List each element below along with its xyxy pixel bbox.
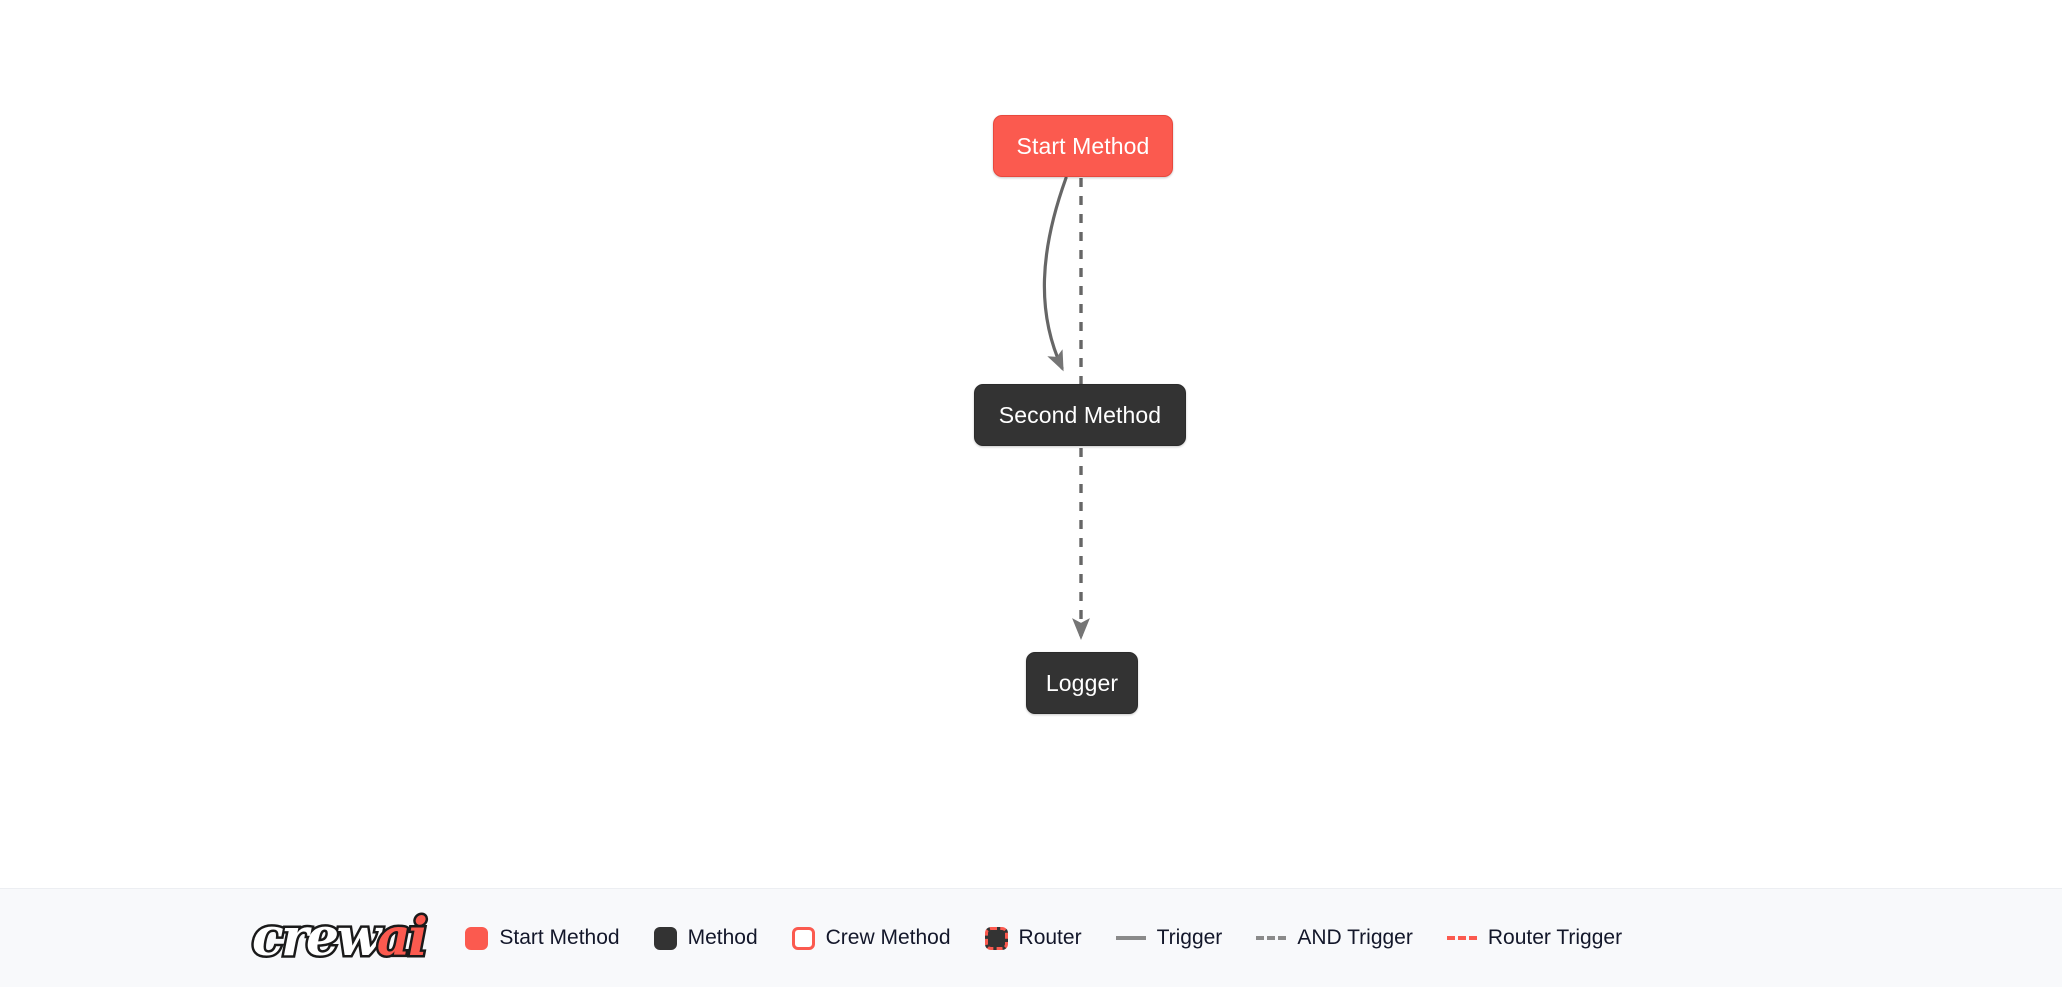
method-swatch-icon — [653, 926, 677, 950]
legend-item-and-trigger[interactable]: AND Trigger — [1256, 926, 1413, 950]
legend-item-trigger-label: Trigger — [1156, 926, 1223, 949]
crew-method-swatch-icon — [791, 926, 815, 950]
legend-item-router-trigger[interactable]: Router Trigger — [1446, 926, 1623, 950]
legend-items-container: crew ai Start Method Method Crew Method … — [0, 907, 1623, 968]
crewai-logo-ai-text: ai — [374, 907, 430, 968]
node-logger[interactable]: Logger — [1026, 652, 1138, 714]
legend-item-and-trigger-label: AND Trigger — [1297, 926, 1413, 949]
legend-item-method[interactable]: Method — [653, 926, 758, 950]
legend-item-start-method[interactable]: Start Method — [465, 926, 620, 950]
edge-solid-trigger — [1042, 176, 1068, 372]
and-trigger-line-icon — [1256, 936, 1287, 940]
legend-item-method-label: Method — [687, 926, 758, 949]
crewai-logo: crew ai — [250, 907, 431, 968]
legend-item-router[interactable]: Router — [984, 926, 1082, 950]
legend-item-crew-method[interactable]: Crew Method — [791, 926, 951, 950]
crewai-logo-crew-text: crew — [250, 907, 384, 968]
legend-item-start-method-label: Start Method — [499, 926, 620, 949]
start-method-swatch-icon — [465, 926, 489, 950]
legend-item-router-label: Router — [1018, 926, 1082, 949]
node-second-method[interactable]: Second Method — [974, 384, 1186, 446]
router-swatch-icon — [984, 926, 1008, 950]
graph-canvas[interactable]: Start Method Second Method Logger — [0, 0, 2062, 888]
legend-item-trigger[interactable]: Trigger — [1115, 926, 1223, 950]
trigger-line-icon — [1115, 936, 1146, 940]
node-start-method-label: Start Method — [1016, 132, 1150, 159]
legend-item-crew-method-label: Crew Method — [825, 926, 951, 949]
node-start-method[interactable]: Start Method — [993, 115, 1173, 177]
node-second-method-label: Second Method — [998, 401, 1162, 428]
router-trigger-line-icon — [1446, 936, 1477, 940]
legend-bar: crew ai Start Method Method Crew Method … — [0, 888, 2062, 987]
node-logger-label: Logger — [1045, 669, 1119, 696]
legend-item-router-trigger-label: Router Trigger — [1487, 926, 1623, 949]
